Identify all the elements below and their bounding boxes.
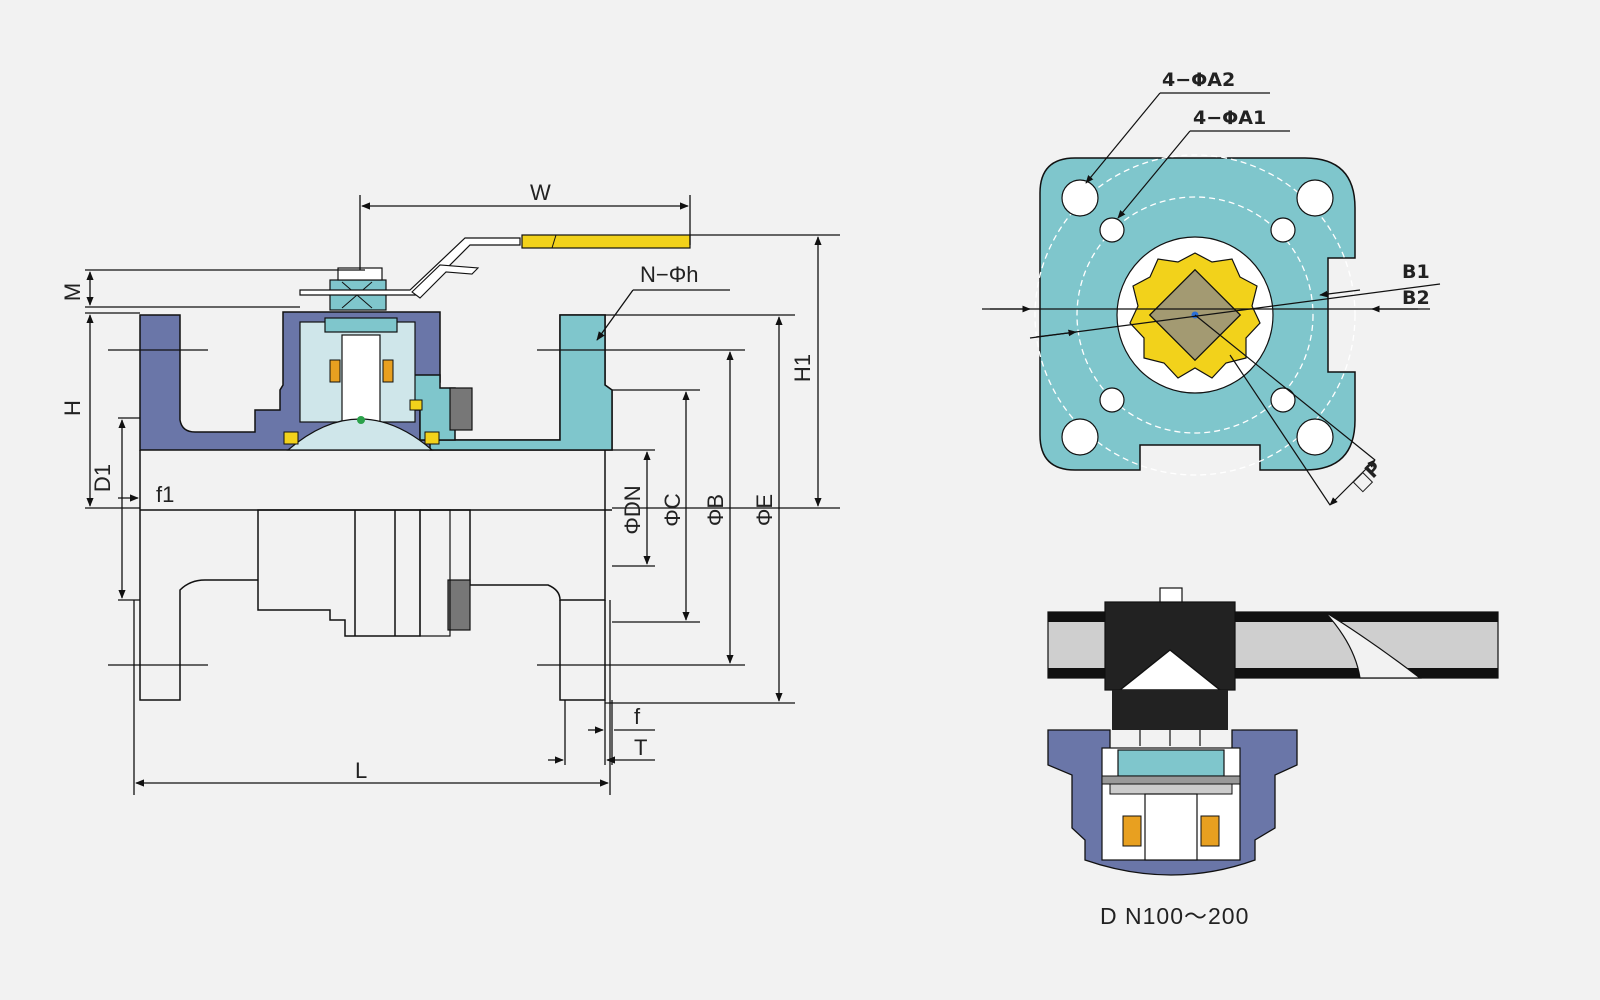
label-f1: f1 (156, 482, 174, 507)
front-section-view (139, 234, 691, 701)
bolt-circle-a1 (1076, 196, 1314, 434)
label-H1: H1 (790, 354, 815, 382)
caption: D N100～200 (1100, 903, 1249, 929)
seat-left (283, 431, 299, 445)
top-flange-view: 4−ΦA2 4−ΦA1 B1 B2 □P (982, 69, 1441, 506)
valve-body-lower (139, 450, 612, 701)
hole-a2-4 (1296, 418, 1334, 456)
packing-left (329, 359, 341, 383)
label-B1: B1 (1402, 261, 1430, 283)
hole-a1-1 (1099, 217, 1125, 243)
bonnet-bolt (449, 387, 473, 431)
label-B2: B2 (1402, 287, 1430, 309)
detail-packing-left (1122, 815, 1142, 847)
label-T: T (634, 735, 647, 760)
label-M: M (60, 283, 85, 301)
hole-a2-1 (1061, 179, 1099, 217)
detail-packing-right (1200, 815, 1220, 847)
seat-right (424, 431, 440, 445)
label-A2: 4−ΦA2 (1162, 69, 1235, 91)
label-W: W (530, 180, 551, 205)
label-P: □P (1348, 457, 1386, 495)
label-D1: D1 (90, 464, 115, 492)
gland-nut (324, 317, 398, 333)
label-B: ΦB (703, 494, 728, 526)
label-H: H (60, 400, 85, 416)
label-f: f (634, 704, 641, 729)
body-bolt (447, 579, 471, 631)
hole-a1-2 (1270, 217, 1296, 243)
ball (286, 418, 434, 451)
hole-a1-3 (1099, 387, 1125, 413)
bolt-circle-a2 (1034, 154, 1356, 476)
label-E: ΦE (752, 494, 777, 526)
stem (341, 334, 381, 426)
label-DN: ΦDN (620, 485, 645, 534)
dimension-lines-front (85, 195, 840, 795)
label-C: ΦC (660, 493, 685, 527)
hole-a2-2 (1296, 179, 1334, 217)
packing-right (382, 359, 394, 383)
hole-a2-3 (1061, 418, 1099, 456)
hole-a1-4 (1270, 387, 1296, 413)
label-A1: 4−ΦA1 (1193, 107, 1266, 129)
dn100-200-detail (1047, 587, 1499, 876)
dimension-labels-front: W M H D1 f1 N−Φh H1 ΦDN ΦC ΦB ΦE f T L (60, 180, 815, 783)
detail-nut (1117, 749, 1225, 777)
label-N-h: N−Φh (640, 262, 699, 287)
label-L: L (355, 758, 367, 783)
handle-grip (521, 234, 691, 249)
